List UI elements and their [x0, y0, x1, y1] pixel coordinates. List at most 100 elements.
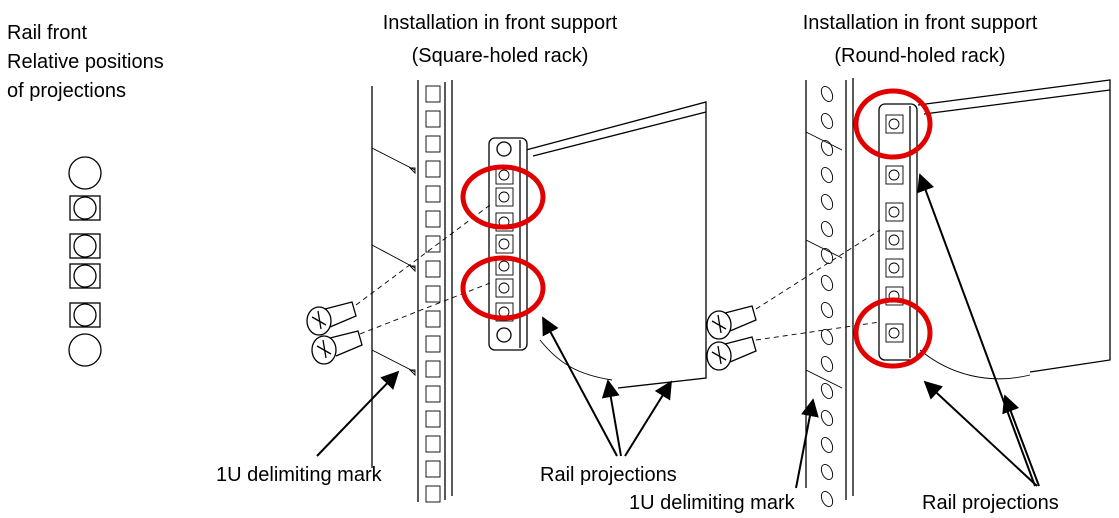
round-hole	[820, 463, 834, 481]
rail-square-seat	[885, 230, 904, 250]
square-hole	[425, 210, 441, 228]
rail-projection	[888, 327, 900, 339]
1u-mark-label: 1U delimiting mark	[216, 464, 383, 486]
round-hole	[820, 112, 834, 130]
round-hole	[820, 85, 834, 103]
square-hole	[425, 335, 441, 353]
legend-square-hole	[69, 302, 101, 328]
legend-projection	[73, 234, 97, 258]
round-rack-rail	[878, 79, 1111, 380]
square-rack-post	[371, 80, 453, 503]
square-hole	[425, 485, 441, 503]
round-hole	[820, 490, 834, 508]
round-hole	[820, 328, 834, 346]
rail-square-seat	[885, 323, 904, 343]
legend-title-line-1: Rail front	[7, 22, 87, 44]
panel-2-title-line-2: (Round-holed rack)	[834, 45, 1005, 67]
rail-square-seat	[885, 114, 904, 134]
round-hole	[820, 409, 834, 427]
rail-projection	[498, 169, 510, 181]
1u-mark-label: 1U delimiting mark	[629, 492, 796, 514]
rail-square-seat	[495, 187, 514, 207]
square-hole	[425, 360, 441, 378]
mounting-screws	[306, 204, 491, 365]
rail-projection	[498, 191, 510, 203]
rail-square-seat	[495, 278, 514, 298]
legend-projection	[73, 196, 97, 220]
legend-square-hole	[69, 263, 101, 289]
rail-square-seat	[495, 234, 514, 254]
projection-callout-arrow	[542, 316, 618, 457]
rail-projection	[888, 234, 900, 246]
rail-projections-label: Rail projections	[922, 492, 1059, 514]
projection-callout-arrow	[624, 380, 672, 457]
round-hole	[820, 274, 834, 292]
round-hole	[820, 166, 834, 184]
projection-highlight-circle	[460, 164, 546, 230]
square-hole	[425, 410, 441, 428]
panel-square-holed: Installation in front support (Square-ho…	[216, 12, 707, 503]
square-hole	[425, 310, 441, 328]
square-hole	[425, 435, 441, 453]
panel-1-title-line-2: (Square-holed rack)	[412, 45, 589, 67]
rail-square-seat	[885, 286, 904, 306]
projection-highlight-circle	[460, 255, 546, 321]
rail-projection	[888, 206, 900, 218]
projection-highlight-circle	[853, 88, 933, 160]
legend-projection	[73, 264, 97, 288]
legend-round-hole	[68, 156, 102, 190]
panel-round-holed: Installation in front support (Round-hol…	[629, 12, 1111, 514]
square-hole	[425, 285, 441, 303]
square-hole	[425, 460, 441, 478]
square-hole	[425, 385, 441, 403]
panel-1-title-line-1: Installation in front support	[383, 12, 618, 34]
round-hole	[820, 436, 834, 454]
rail-square-seat	[885, 165, 904, 185]
mark-callout-arrow	[316, 370, 400, 457]
square-hole	[425, 85, 441, 103]
square-hole	[425, 110, 441, 128]
rail-projection	[888, 169, 900, 181]
rail-square-seat	[495, 212, 514, 232]
square-hole	[425, 260, 441, 278]
legend-title-line-3: of projections	[7, 80, 126, 102]
rail-projections-label: Rail projections	[540, 464, 677, 486]
mark-callout-arrow	[795, 398, 819, 489]
legend-round-hole	[68, 333, 102, 367]
projection-legend-strip	[68, 156, 102, 367]
square-rack-rail	[488, 101, 707, 389]
rail-square-seat	[885, 258, 904, 278]
projection-callout-arrow	[1002, 394, 1040, 487]
round-rack-post	[805, 78, 854, 508]
square-hole	[425, 185, 441, 203]
square-hole	[425, 135, 441, 153]
round-hole	[820, 193, 834, 211]
round-hole	[820, 139, 834, 157]
projection-highlight-circle	[853, 297, 933, 369]
round-hole	[820, 301, 834, 319]
rail-square-seat	[495, 302, 514, 322]
legend-projection	[73, 303, 97, 327]
round-hole	[820, 355, 834, 373]
rail-projection	[888, 262, 900, 274]
square-hole	[425, 160, 441, 178]
rail-front-plate	[878, 103, 918, 361]
1u-mark-tick	[408, 167, 416, 175]
legend-text: Rail front Relative positions of project…	[7, 22, 164, 102]
rail-projection	[498, 238, 510, 250]
round-hole-column	[820, 85, 834, 508]
round-hole	[820, 247, 834, 265]
rail-projection	[888, 118, 900, 130]
rail-projection	[498, 282, 510, 294]
legend-title-line-2: Relative positions	[7, 51, 164, 73]
round-hole	[820, 382, 834, 400]
projection-callout-arrow	[923, 380, 1038, 487]
legend-square-hole	[69, 233, 101, 259]
projection-callout-arrow	[917, 173, 1036, 487]
panel-2-title-line-1: Installation in front support	[803, 12, 1038, 34]
round-hole	[820, 220, 834, 238]
square-hole	[425, 235, 441, 253]
1u-mark-tick	[408, 369, 416, 377]
